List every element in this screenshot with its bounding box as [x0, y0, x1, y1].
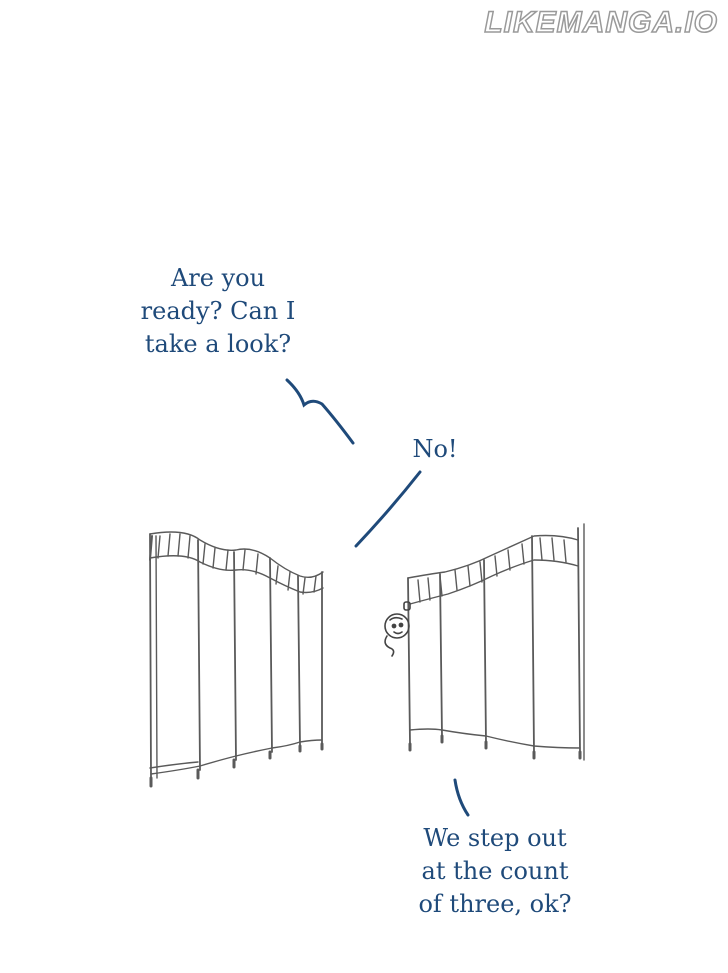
left-folding-screen [149, 531, 324, 788]
speech-text-ready: Are you ready? Can I take a look? [140, 264, 296, 358]
speech-text-count: We step out at the count of three, ok? [418, 824, 572, 918]
speech-tail-2 [354, 470, 422, 548]
speech-tail-3 [453, 778, 470, 817]
speech-tail-1 [285, 378, 355, 445]
right-folding-screen [407, 523, 585, 761]
speech-text-no: No! [412, 435, 458, 463]
watermark: LIKEMANGA.IO [484, 5, 718, 40]
peeking-character [384, 601, 411, 657]
